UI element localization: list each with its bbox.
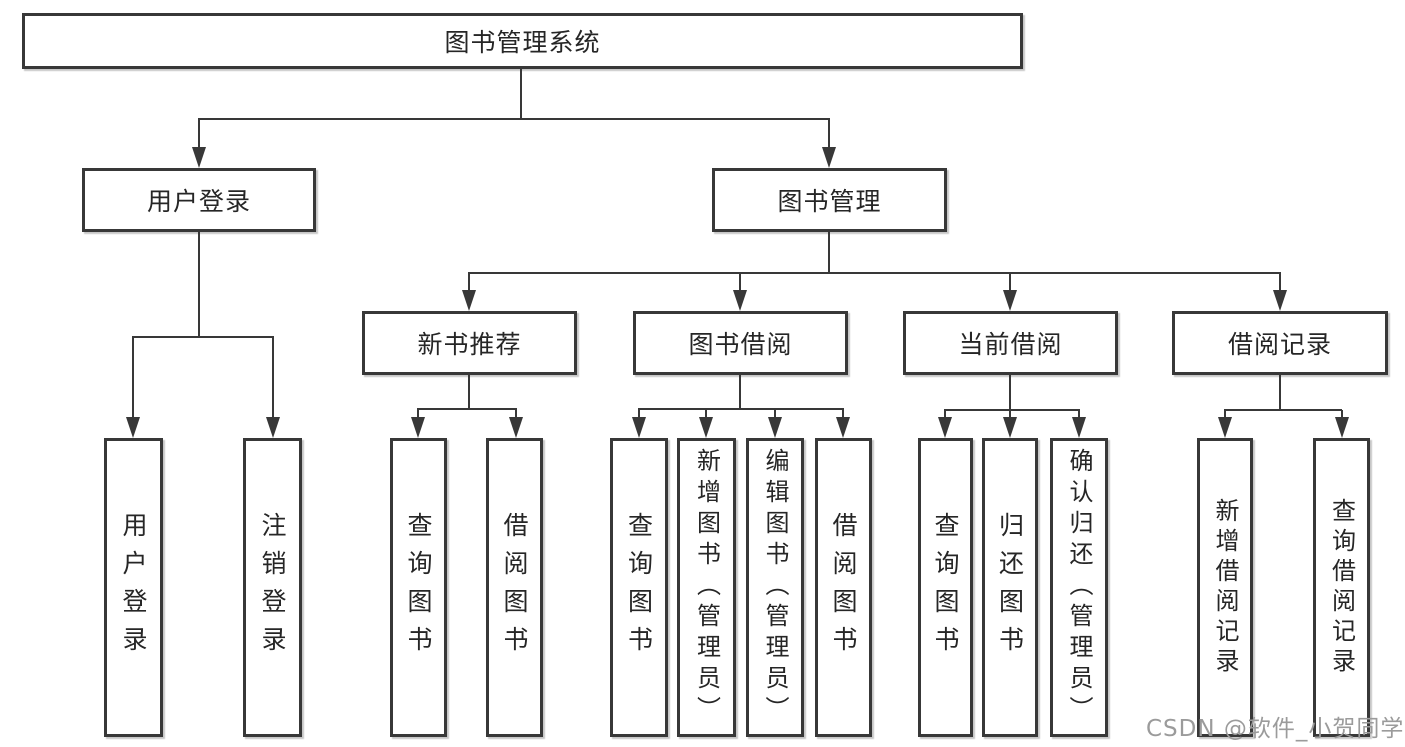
connector-line — [638, 408, 844, 410]
arrowhead-down-icon — [836, 417, 850, 438]
node-leaf-borrow-book-a: 借阅图书 — [486, 438, 543, 737]
arrowhead-down-icon — [126, 417, 140, 438]
arrowhead-down-icon — [822, 147, 836, 168]
connector-line — [1341, 410, 1343, 418]
connector-line — [1009, 273, 1011, 291]
node-user-login: 用户登录 — [82, 168, 316, 232]
arrowhead-down-icon — [938, 417, 952, 438]
connector-line — [198, 118, 830, 120]
connector-line — [520, 69, 522, 119]
arrowhead-down-icon — [266, 417, 280, 438]
arrowhead-down-icon — [411, 417, 425, 438]
connector-line — [1224, 410, 1226, 418]
node-leaf-return-book: 归还图书 — [982, 438, 1038, 737]
arrowhead-down-icon — [1273, 290, 1287, 311]
arrowhead-down-icon — [1335, 417, 1349, 438]
connector-line — [944, 410, 946, 418]
node-leaf-query-book-c: 查询图书 — [918, 438, 973, 737]
node-leaf-borrow-book-b: 借阅图书 — [815, 438, 872, 737]
connector-line — [944, 409, 1080, 411]
connector-line — [638, 409, 640, 418]
node-current-borrowing: 当前借阅 — [903, 311, 1118, 375]
connector-line — [132, 337, 134, 418]
connector-line — [198, 232, 200, 337]
connector-line — [705, 409, 707, 418]
arrowhead-down-icon — [768, 417, 782, 438]
node-leaf-edit-book-admin: 编辑图书（管理员） — [746, 438, 804, 737]
connector-line — [468, 272, 1281, 274]
node-leaf-add-borrow-record: 新增借阅记录 — [1197, 438, 1253, 737]
node-system-root: 图书管理系统 — [22, 13, 1023, 69]
connector-line — [828, 119, 830, 150]
node-leaf-user-login: 用户登录 — [104, 438, 163, 737]
connector-line — [468, 375, 470, 408]
connector-line — [1078, 410, 1080, 418]
node-new-book-recommend: 新书推荐 — [362, 311, 577, 375]
connector-line — [132, 336, 274, 338]
connector-line — [1009, 375, 1011, 409]
connector-line — [1279, 375, 1281, 409]
node-leaf-query-book-b: 查询图书 — [610, 438, 668, 737]
connector-line — [417, 408, 517, 410]
connector-line — [417, 409, 419, 418]
arrowhead-down-icon — [1072, 417, 1086, 438]
connector-line — [1279, 273, 1281, 291]
node-book-management: 图书管理 — [712, 168, 947, 232]
csdn-watermark: CSDN @软件_小贺同学 — [1146, 716, 1405, 742]
connector-line — [198, 119, 200, 150]
node-borrowing-records: 借阅记录 — [1172, 311, 1388, 375]
arrowhead-down-icon — [632, 417, 646, 438]
node-leaf-query-book-a: 查询图书 — [390, 438, 447, 737]
connector-line — [842, 409, 844, 418]
arrowhead-down-icon — [1003, 417, 1017, 438]
connector-line — [468, 273, 470, 291]
arrowhead-down-icon — [1003, 290, 1017, 311]
connector-line — [739, 273, 741, 291]
arrowhead-down-icon — [1218, 417, 1232, 438]
node-leaf-add-book-admin: 新增图书（管理员） — [677, 438, 736, 737]
connector-line — [739, 375, 741, 408]
connector-line — [1224, 409, 1342, 411]
node-book-borrowing: 图书借阅 — [633, 311, 848, 375]
node-leaf-query-borrow-record: 查询借阅记录 — [1313, 438, 1370, 737]
arrowhead-down-icon — [509, 417, 523, 438]
connector-line — [774, 409, 776, 418]
arrowhead-down-icon — [699, 417, 713, 438]
connector-line — [515, 409, 517, 418]
connector-line — [1009, 410, 1011, 418]
arrowhead-down-icon — [192, 147, 206, 168]
connector-line — [828, 232, 830, 273]
node-leaf-confirm-return-admin: 确认归还（管理员） — [1050, 438, 1108, 737]
arrowhead-down-icon — [733, 290, 747, 311]
connector-line — [272, 337, 274, 418]
node-leaf-logout: 注销登录 — [243, 438, 302, 737]
arrowhead-down-icon — [462, 290, 476, 311]
